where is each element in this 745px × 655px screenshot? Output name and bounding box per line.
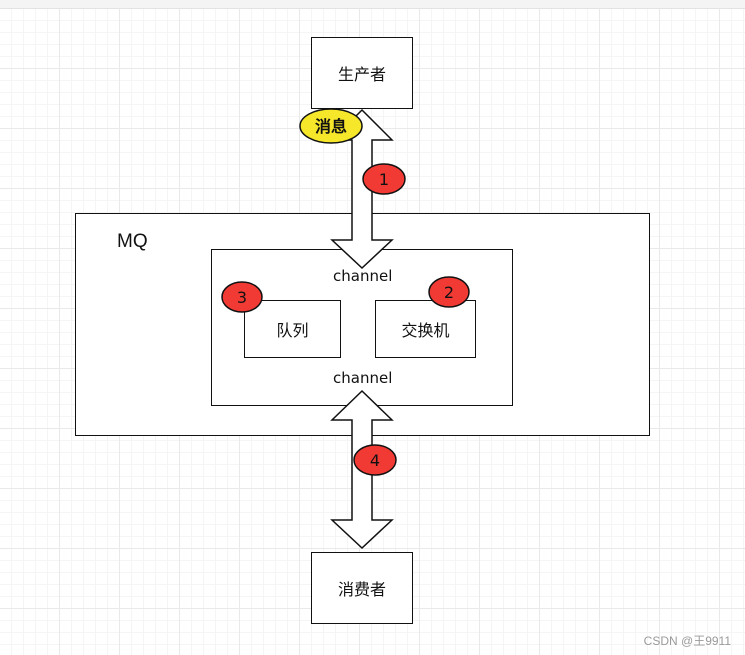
- step-badge-2: [428, 276, 470, 308]
- watermark: CSDN @王9911: [643, 634, 731, 648]
- message-badge: [299, 108, 363, 144]
- channel-label-top: channel: [333, 267, 393, 285]
- queue-box[interactable]: 队列: [244, 300, 341, 358]
- step-label-3: 3: [237, 288, 247, 307]
- mq-label: MQ: [117, 231, 148, 252]
- message-badge-label: 消息: [315, 117, 347, 136]
- step-label-1: 1: [379, 170, 389, 189]
- step-badge-1: [362, 163, 406, 195]
- producer-box[interactable]: 生产者: [311, 37, 413, 109]
- top-toolbar-strip: [0, 0, 745, 9]
- step-badge-4: [353, 444, 397, 476]
- exchange-box[interactable]: 交换机: [375, 300, 476, 358]
- channel-label-bottom: channel: [333, 369, 393, 387]
- step-badge-3: [221, 281, 263, 313]
- step-label-2: 2: [444, 283, 454, 302]
- consumer-box[interactable]: 消费者: [311, 552, 413, 624]
- step-label-4: 4: [370, 451, 380, 470]
